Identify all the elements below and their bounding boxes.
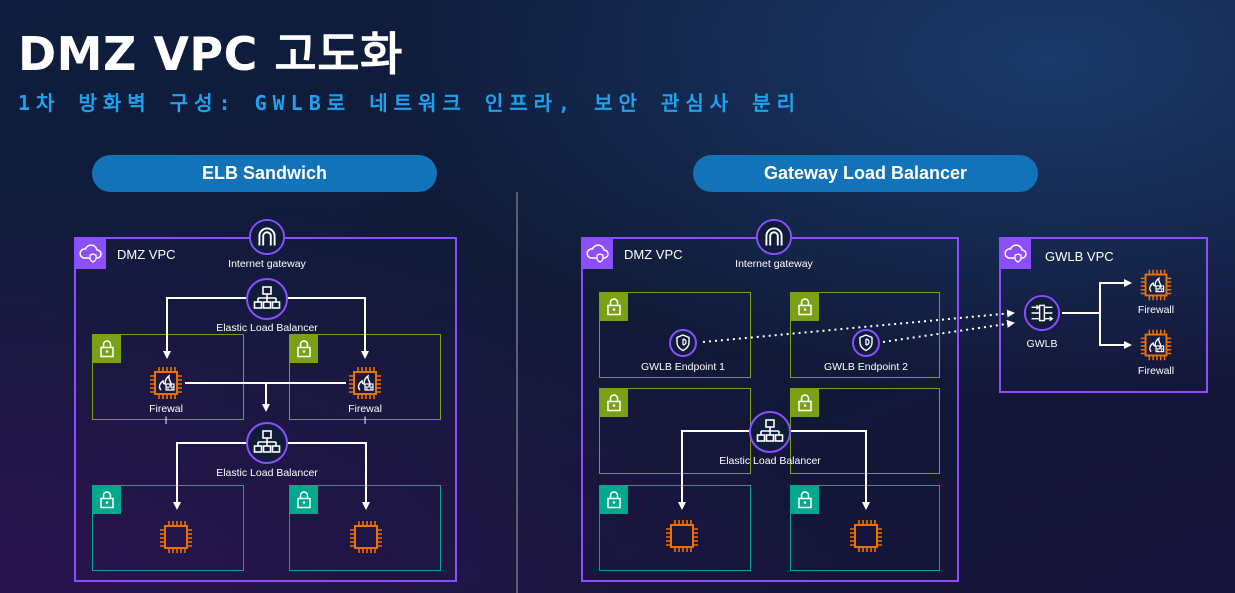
- gwlb-icon: [1023, 294, 1061, 332]
- gateway-load-balancer-pill: Gateway Load Balancer: [693, 155, 1038, 192]
- lock-icon: [600, 293, 628, 321]
- vpc-cloud-icon: [583, 239, 613, 269]
- lock-icon: [290, 335, 318, 363]
- chip-icon: [662, 516, 702, 556]
- firewall-chip-icon: [1137, 266, 1175, 304]
- chip-icon: [846, 516, 886, 556]
- internet-gateway-icon: [755, 218, 793, 256]
- load-balancer-icon: [245, 277, 289, 321]
- gwlb-fw-bottom-label: Firewall: [1137, 365, 1175, 377]
- chip-icon: [156, 517, 196, 557]
- page-subtitle: 1차 방화벽 구성: GWLB로 네트워크 인프라, 보안 관심사 분리: [18, 91, 802, 115]
- gwlb-label: GWLB: [1026, 338, 1058, 350]
- left-igw-label: Internet gateway: [228, 258, 306, 270]
- left-fw2-label: Firewal l: [348, 403, 382, 427]
- section-divider: [516, 192, 518, 593]
- page-title: DMZ VPC 고도화: [18, 27, 403, 81]
- right-igw-label: Internet gateway: [735, 258, 813, 270]
- right-private-subnet-1: [599, 485, 751, 571]
- right-ep2-label: GWLB Endpoint 2: [823, 361, 909, 373]
- chip-icon: [346, 517, 386, 557]
- left-elb-top-label: Elastic Load Balancer: [216, 322, 318, 334]
- firewall-chip-icon: [146, 363, 186, 403]
- load-balancer-icon: [748, 410, 792, 454]
- firewall-chip-icon: [345, 363, 385, 403]
- elb-sandwich-pill: ELB Sandwich: [92, 155, 437, 192]
- lock-icon: [93, 486, 121, 514]
- right-vpc-label: DMZ VPC: [624, 247, 683, 262]
- lock-icon: [791, 389, 819, 417]
- left-vpc-label: DMZ VPC: [117, 247, 176, 262]
- right-public-subnet-2: [790, 292, 940, 378]
- gwlb-endpoint-icon: [668, 328, 698, 358]
- gwlb-endpoint-icon: [851, 328, 881, 358]
- lock-icon: [791, 293, 819, 321]
- gwlb-vpc-label: GWLB VPC: [1045, 249, 1114, 264]
- right-ep1-label: GWLB Endpoint 1: [640, 361, 726, 373]
- left-private-subnet-1: [92, 485, 244, 571]
- left-fw1-label: Firewal l: [149, 403, 183, 427]
- lock-icon: [791, 486, 819, 514]
- left-elb-bottom-label: Elastic Load Balancer: [216, 467, 318, 479]
- right-elb-label: Elastic Load Balancer: [719, 455, 821, 467]
- lock-icon: [290, 486, 318, 514]
- lock-icon: [600, 389, 628, 417]
- load-balancer-icon: [245, 421, 289, 465]
- gwlb-fw-top-label: Firewall: [1137, 304, 1175, 316]
- gwlb-vpc: [999, 237, 1208, 393]
- firewall-chip-icon: [1137, 326, 1175, 364]
- vpc-cloud-icon: [1001, 239, 1031, 269]
- lock-icon: [93, 335, 121, 363]
- lock-icon: [600, 486, 628, 514]
- right-public-subnet-1: [599, 292, 751, 378]
- vpc-cloud-icon: [76, 239, 106, 269]
- internet-gateway-icon: [248, 218, 286, 256]
